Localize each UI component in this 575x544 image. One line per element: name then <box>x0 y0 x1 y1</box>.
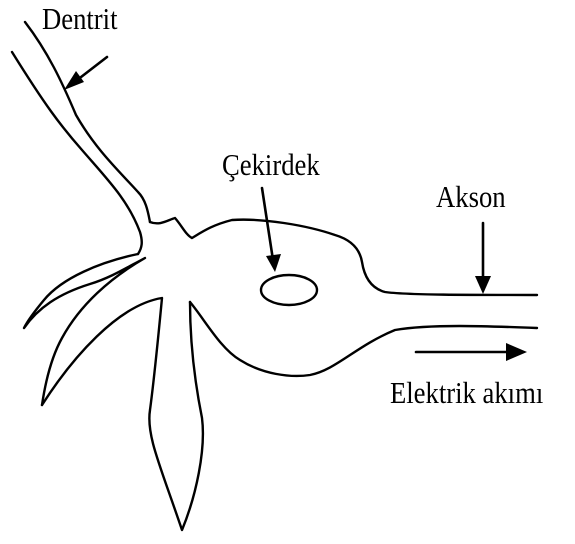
dendrite-label: Dentrit <box>42 2 118 36</box>
soma-lower <box>190 302 537 376</box>
current-label: Elektrik akımı <box>390 376 543 410</box>
dendrite-pointer-arrow <box>64 57 107 90</box>
nucleus <box>261 275 317 305</box>
axon-label: Akson <box>436 180 506 214</box>
nucleus-label: Çekirdek <box>222 148 320 182</box>
current-direction-arrow <box>416 343 527 361</box>
dendrite-left <box>24 254 145 405</box>
dendrite-upper-inner <box>25 22 150 222</box>
axon-pointer-arrow <box>475 223 491 294</box>
nucleus-pointer-arrow <box>262 188 281 272</box>
